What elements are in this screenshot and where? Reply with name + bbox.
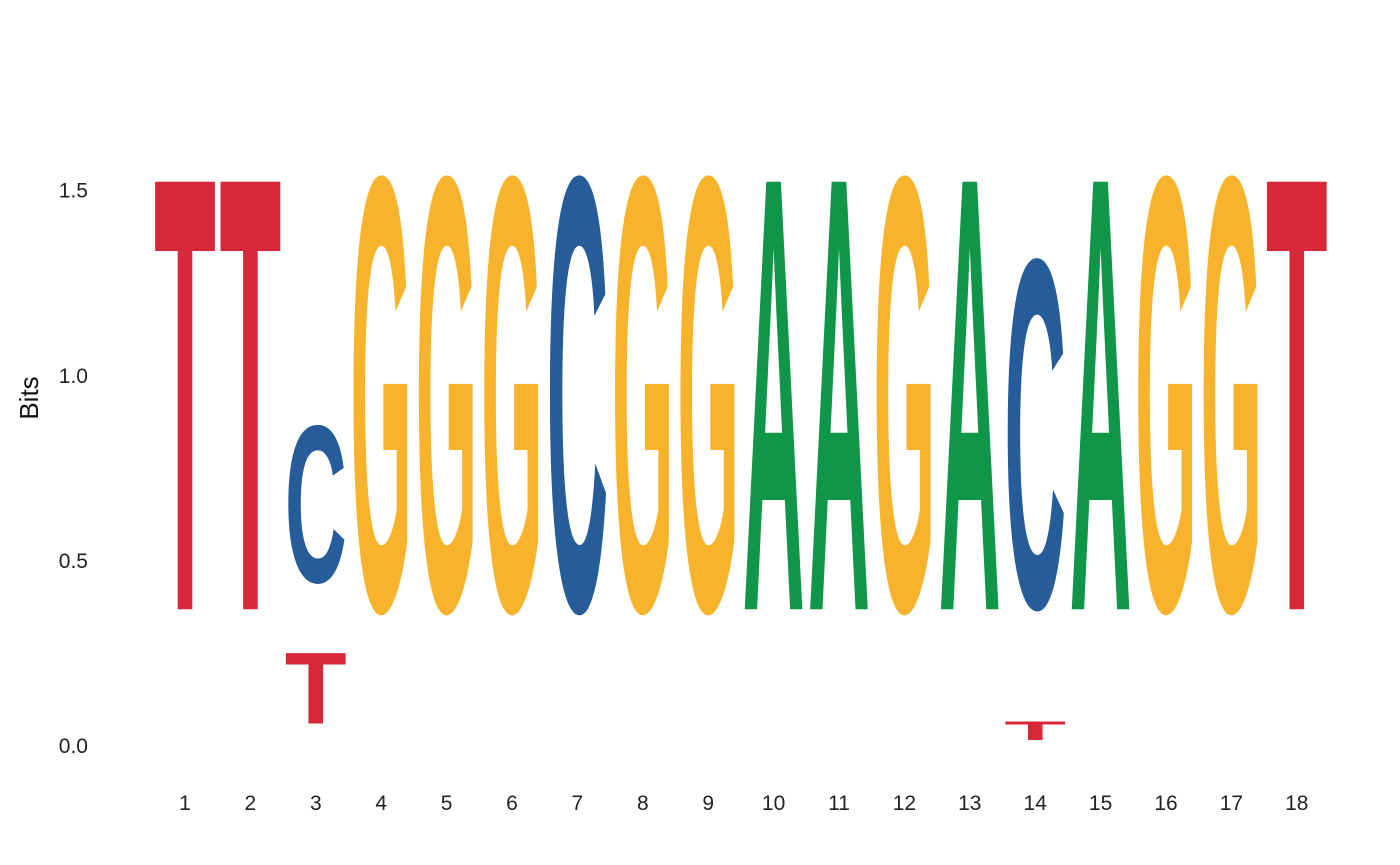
logo-letter: A xyxy=(1070,48,1132,743)
y-axis: Bits 0.0 0.5 1.0 1.5 xyxy=(14,180,88,758)
logo-column: T xyxy=(219,48,281,742)
logo-column: G xyxy=(612,47,674,741)
logo-letter: T xyxy=(154,48,216,742)
x-tick-label: 14 xyxy=(1024,792,1048,815)
logo-column: G xyxy=(350,47,412,741)
logo-letter: A xyxy=(743,48,805,743)
x-tick-label: 5 xyxy=(441,792,453,815)
logo-letter: C xyxy=(1004,155,1066,712)
logo-column: A xyxy=(808,48,870,743)
x-tick-label: 7 xyxy=(572,792,584,815)
logo-column: T xyxy=(1266,48,1328,742)
x-tick-label: 13 xyxy=(958,792,981,815)
logo-column: G xyxy=(416,47,478,741)
x-tick-label: 18 xyxy=(1285,792,1308,815)
logo-column: A xyxy=(1070,48,1132,743)
y-tick-label: 1.0 xyxy=(59,365,88,388)
logo-letter: A xyxy=(939,48,1001,743)
logo-column: A xyxy=(743,48,805,743)
logo-column: TC xyxy=(1004,155,1066,746)
x-tick-label: 9 xyxy=(702,792,714,815)
x-tick-label: 4 xyxy=(375,792,387,815)
logo-column: T xyxy=(154,48,216,742)
y-axis-title: Bits xyxy=(14,376,44,419)
logo-letter: G xyxy=(1200,47,1262,741)
logo-column: C xyxy=(546,48,608,743)
logo-column: G xyxy=(1135,47,1197,741)
y-tick-label: 0.0 xyxy=(59,735,88,758)
x-tick-label: 2 xyxy=(245,792,257,815)
x-tick-label: 6 xyxy=(506,792,518,815)
x-tick-label: 8 xyxy=(637,792,649,815)
logo-letter: G xyxy=(873,47,935,741)
y-tick-label: 1.5 xyxy=(59,180,88,203)
logo-column: G xyxy=(481,47,543,741)
logo-letter: C xyxy=(285,380,347,631)
logo-letter: G xyxy=(416,47,478,741)
logo-letter: A xyxy=(808,48,870,743)
x-tick-label: 17 xyxy=(1220,792,1243,815)
logo-letter: T xyxy=(1004,716,1066,746)
x-tick-label: 1 xyxy=(179,792,191,815)
logo-letter: G xyxy=(350,47,412,741)
logo-letter: G xyxy=(1135,47,1197,741)
y-tick-labels: 0.0 0.5 1.0 1.5 xyxy=(59,180,88,758)
logo-letter: G xyxy=(481,47,543,741)
x-tick-label: 15 xyxy=(1089,792,1112,815)
x-tick-label: 12 xyxy=(893,792,916,815)
logo-letter: T xyxy=(285,631,347,746)
y-tick-label: 0.5 xyxy=(59,550,88,573)
logo-letter: T xyxy=(1266,48,1328,742)
x-tick-label: 11 xyxy=(828,792,850,815)
logo-column: TC xyxy=(285,380,347,746)
logo-letter: G xyxy=(612,47,674,741)
x-tick-label: 16 xyxy=(1154,792,1177,815)
logo-letter: T xyxy=(219,48,281,742)
logo-column: G xyxy=(677,47,739,741)
x-tick-label: 10 xyxy=(762,792,785,815)
logo-column: A xyxy=(939,48,1001,743)
logo-letter: C xyxy=(546,48,608,743)
logo-column: G xyxy=(873,47,935,741)
logo-column: G xyxy=(1200,47,1262,741)
x-tick-label: 3 xyxy=(310,792,322,815)
logo-letter: G xyxy=(677,47,739,741)
